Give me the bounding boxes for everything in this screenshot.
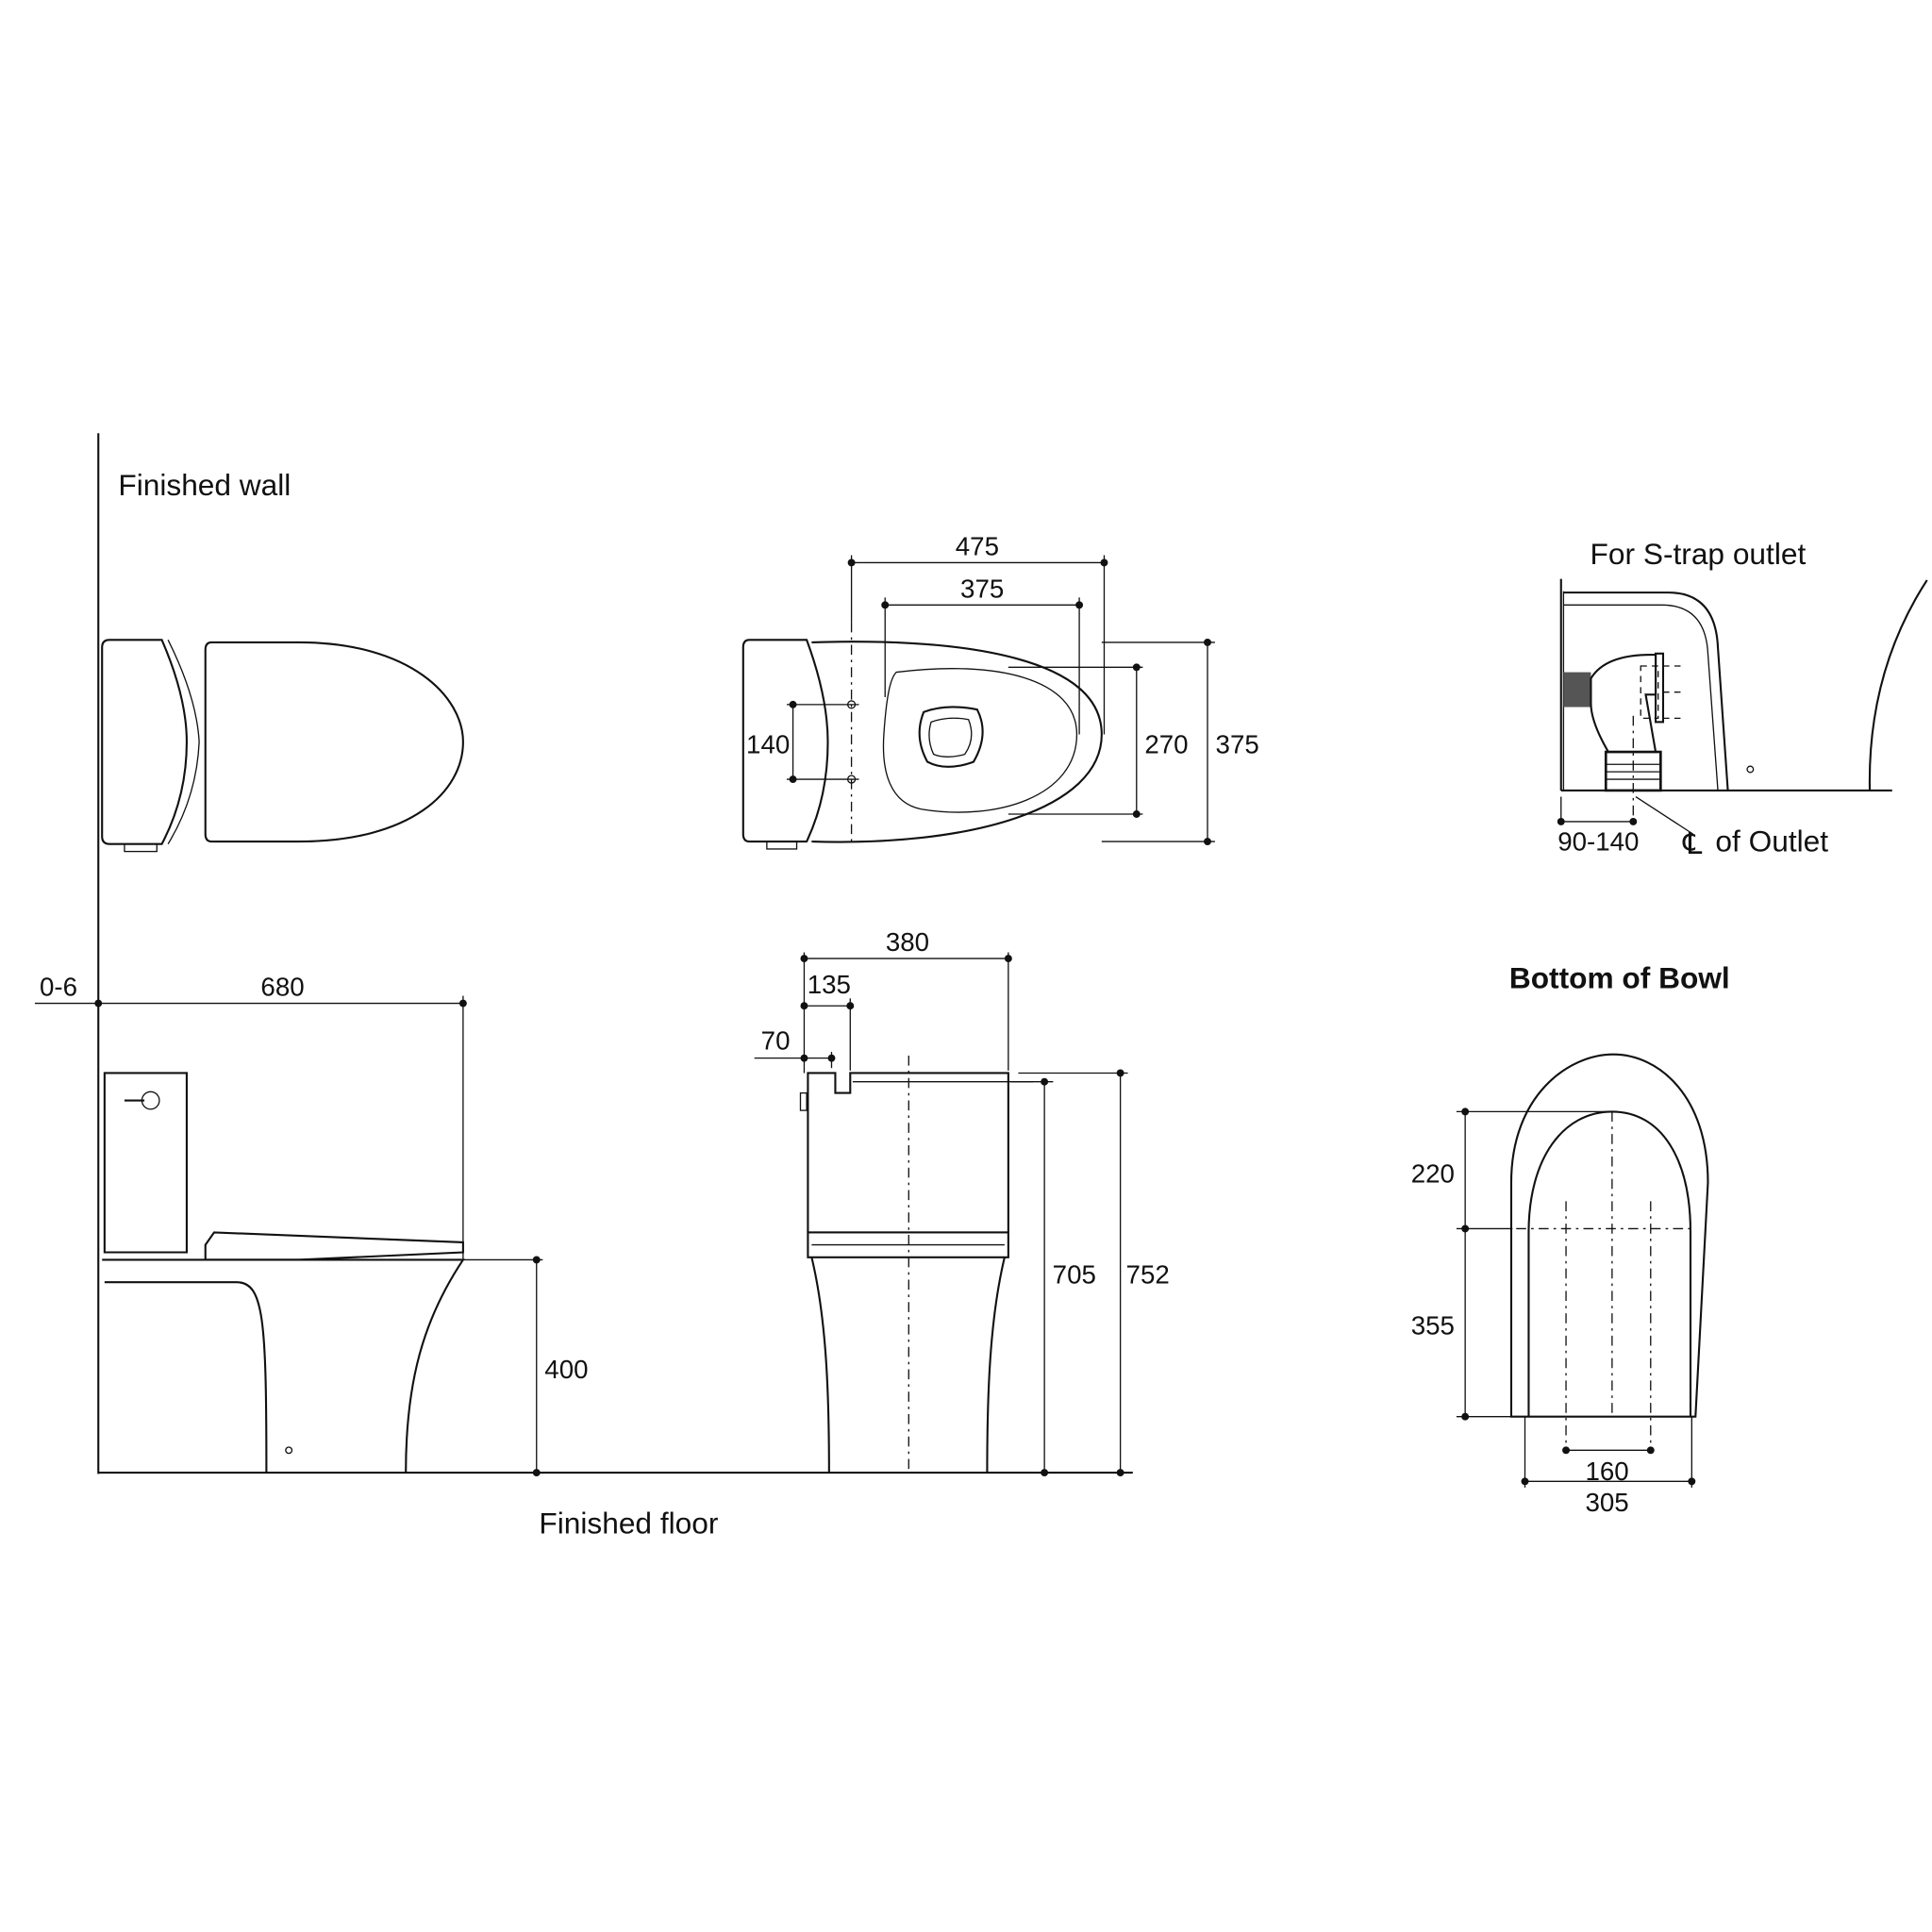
top-view-plan — [741, 555, 1215, 850]
s-trap-title: For S-trap outlet — [1591, 537, 1807, 571]
dim-0-6: 0-6 — [40, 973, 77, 1002]
dim-475: 475 — [956, 532, 999, 561]
finished-wall-label: Finished wall — [118, 468, 291, 502]
dim-305: 305 — [1585, 1488, 1628, 1517]
dim-220: 220 — [1411, 1159, 1455, 1189]
dim-680: 680 — [260, 973, 304, 1002]
dim-160: 160 — [1585, 1457, 1628, 1486]
of-outlet-label: of Outlet — [1715, 824, 1828, 858]
dim-375-length: 375 — [960, 574, 1004, 603]
dim-380: 380 — [886, 927, 929, 957]
top-view-left — [101, 639, 464, 853]
centerline-symbol: ℄ — [1682, 826, 1703, 860]
dim-355: 355 — [1411, 1311, 1455, 1341]
dim-752: 752 — [1126, 1259, 1170, 1289]
dim-270: 270 — [1144, 729, 1188, 758]
dim-140: 140 — [746, 729, 790, 758]
bottom-of-bowl-view — [1456, 1053, 1709, 1488]
s-trap-detail — [1557, 578, 1928, 835]
side-view — [34, 995, 543, 1477]
dim-705: 705 — [1053, 1259, 1096, 1289]
dim-135: 135 — [808, 970, 851, 999]
dim-70: 70 — [761, 1025, 791, 1055]
bottom-of-bowl-title: Bottom of Bowl — [1509, 961, 1730, 995]
dim-90-140: 90-140 — [1557, 826, 1639, 856]
dim-375-width: 375 — [1216, 729, 1259, 758]
front-view — [754, 952, 1128, 1477]
finished-floor-label: Finished floor — [539, 1507, 718, 1541]
dim-400: 400 — [544, 1355, 588, 1384]
